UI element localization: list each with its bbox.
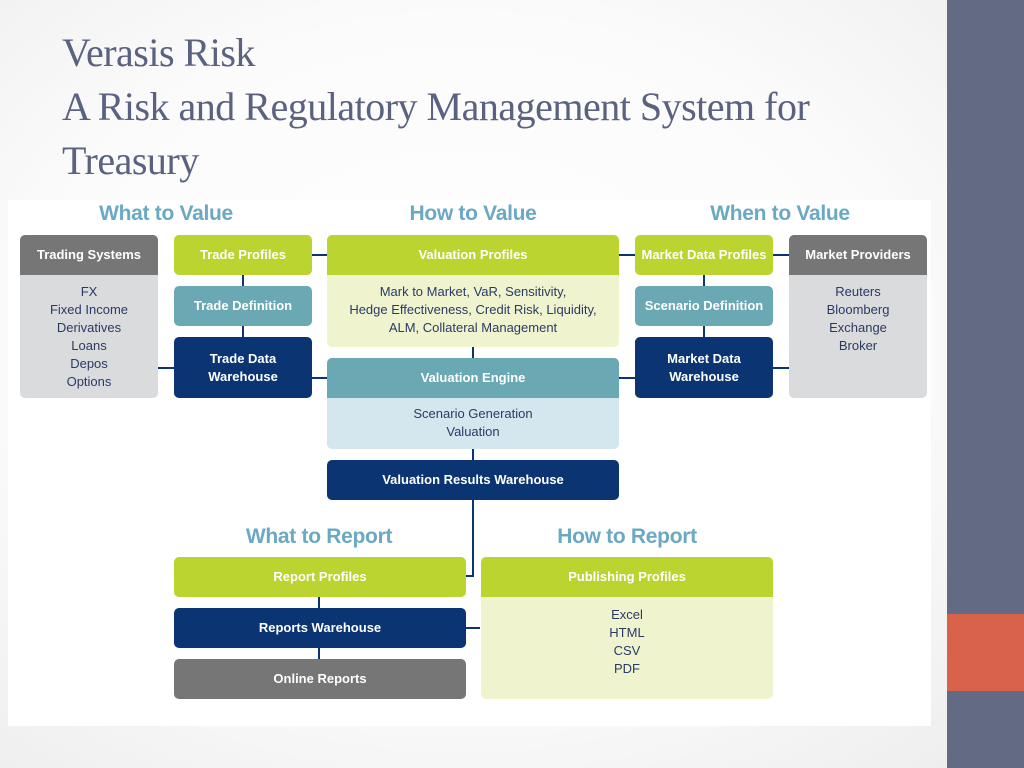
trade-data-warehouse-line1: Trade Data bbox=[209, 350, 277, 366]
heading-how-to-report: How to Report bbox=[557, 525, 697, 548]
market-provider-item: Reuters bbox=[835, 284, 881, 299]
publishing-format-item: HTML bbox=[609, 625, 645, 640]
publishing-profiles-header: Publishing Profiles bbox=[481, 557, 773, 597]
scenario-definition-box: Scenario Definition bbox=[635, 286, 773, 326]
market-data-warehouse-line1: Market Data bbox=[667, 350, 741, 366]
connector-vp-ve bbox=[472, 347, 474, 359]
architecture-diagram: What to Value How to Value When to Value… bbox=[8, 200, 931, 726]
heading-what-to-value: What to Value bbox=[99, 202, 233, 225]
trading-systems-header: Trading Systems bbox=[20, 235, 158, 275]
trading-system-item: Depos bbox=[70, 356, 108, 371]
valuation-results-warehouse-box: Valuation Results Warehouse bbox=[327, 460, 619, 500]
trade-definition-box: Trade Definition bbox=[174, 286, 312, 326]
title-line-2: A Risk and Regulatory Management System … bbox=[62, 84, 810, 129]
publishing-format-item: Excel bbox=[611, 607, 643, 622]
connector-ve-mdw bbox=[619, 377, 635, 379]
connector-mp-mdw bbox=[773, 367, 789, 369]
connector-tp-vp bbox=[312, 254, 332, 256]
trading-system-item: Fixed Income bbox=[49, 302, 129, 317]
market-data-warehouse-line2: Warehouse bbox=[669, 368, 739, 384]
trade-profiles-box: Trade Profiles bbox=[174, 235, 312, 275]
valuation-engine-header: Valuation Engine bbox=[327, 358, 619, 398]
heading-what-to-report: What to Report bbox=[245, 525, 393, 548]
connector-ve-vrw bbox=[472, 449, 474, 461]
connector-ts-tdw bbox=[158, 367, 178, 369]
heading-how-to-value: How to Value bbox=[409, 202, 537, 225]
market-data-profiles-box: Market Data Profiles bbox=[635, 235, 773, 275]
connector-vrw-rp bbox=[466, 575, 474, 577]
online-reports-box: Online Reports bbox=[174, 659, 466, 699]
market-providers-header: Market Providers bbox=[789, 235, 927, 275]
valuation-engine-line: Valuation bbox=[446, 424, 500, 439]
report-profiles-box: Report Profiles bbox=[174, 557, 466, 597]
trading-system-item: Derivatives bbox=[56, 320, 122, 335]
connector-vp-mdp bbox=[619, 254, 635, 256]
valuation-profile-line: ALM, Collateral Management bbox=[388, 320, 558, 335]
connector-vrw-down bbox=[472, 500, 474, 577]
connector-mp-mdp bbox=[773, 254, 789, 256]
trade-data-warehouse-box: Trade Data Warehouse bbox=[174, 337, 312, 398]
trade-data-warehouse-line2: Warehouse bbox=[208, 368, 278, 384]
accent-square bbox=[947, 614, 1024, 691]
slide-title: Verasis Risk A Risk and Regulatory Manag… bbox=[62, 26, 942, 188]
market-provider-item: Exchange bbox=[829, 320, 887, 335]
valuation-profiles-header: Valuation Profiles bbox=[327, 235, 619, 275]
connector-tdw-ve bbox=[312, 377, 332, 379]
valuation-profile-line: Hedge Effectiveness, Credit Risk, Liquid… bbox=[349, 302, 597, 317]
publishing-format-item: PDF bbox=[614, 661, 640, 676]
valuation-engine-line: Scenario Generation bbox=[413, 406, 533, 421]
heading-when-to-value: When to Value bbox=[710, 202, 850, 225]
reports-warehouse-box: Reports Warehouse bbox=[174, 608, 466, 648]
valuation-profile-line: Mark to Market, VaR, Sensitivity, bbox=[379, 284, 567, 299]
market-data-warehouse-box: Market Data Warehouse bbox=[635, 337, 773, 398]
connector-rw-pp bbox=[466, 627, 480, 629]
trading-system-item: Options bbox=[66, 374, 112, 389]
title-line-1: Verasis Risk bbox=[62, 30, 255, 75]
title-line-3: Treasury bbox=[62, 138, 199, 183]
trading-system-item: Loans bbox=[71, 338, 107, 353]
trading-system-item: FX bbox=[80, 284, 98, 299]
market-provider-item: Broker bbox=[838, 338, 878, 353]
publishing-format-item: CSV bbox=[613, 643, 641, 658]
market-provider-item: Bloomberg bbox=[826, 302, 890, 317]
